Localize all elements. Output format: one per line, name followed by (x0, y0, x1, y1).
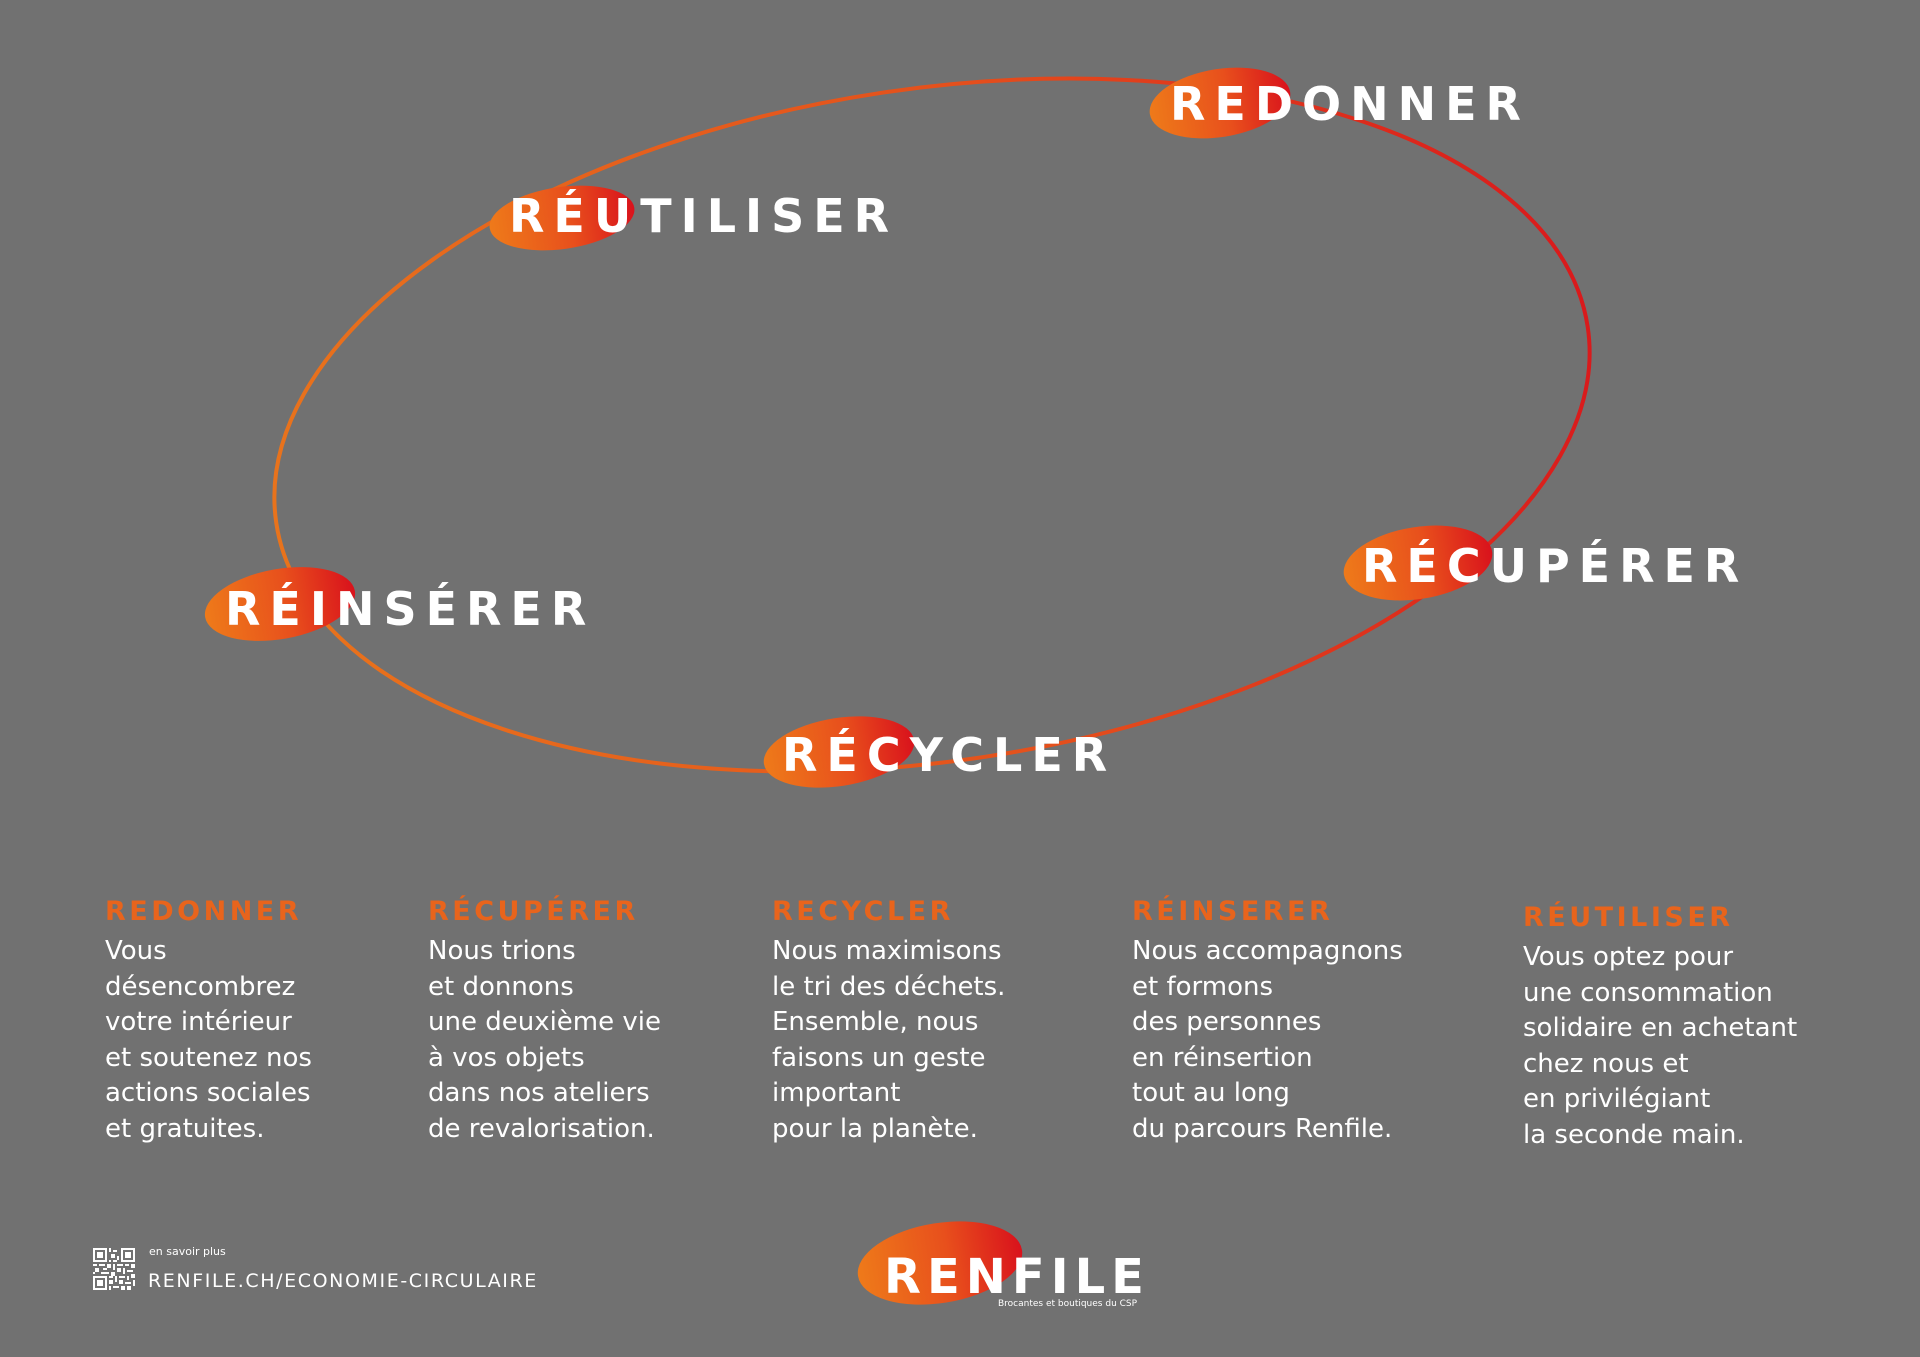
info-body-recycler: Nous maximisons le tri des déchets. Ense… (772, 936, 1006, 1144)
info-body-recuperer: Nous trions et donnons une deuxième vie … (428, 936, 661, 1144)
node-blob-reutiliser (489, 185, 635, 251)
info-column-reutiliser: RÉUTILISER Vous optez pour une consommat… (1523, 902, 1823, 1153)
info-body-redonner: Vous désencombrez votre intérieur et sou… (105, 936, 312, 1144)
node-label-reutiliser: RÉUTILISER (509, 189, 898, 243)
info-column-recycler: RECYCLER Nous maximisons le tri des déch… (772, 896, 1072, 1147)
website-link[interactable]: RENFILE.CH/ECONOMIE-CIRCULAIRE (148, 1270, 538, 1292)
cycle-node-redonner: REDONNER (1149, 67, 1530, 139)
node-blob-reinserer (204, 567, 356, 641)
node-blob-recuperer (1343, 525, 1493, 601)
cycle-node-reinserer: RÉINSÉRER (204, 567, 595, 641)
node-label-recuperer: RÉCUPÉRER (1362, 539, 1748, 593)
info-title-recycler: RECYCLER (772, 896, 954, 927)
info-body-reutiliser: Vous optez pour une consommation solidai… (1523, 942, 1798, 1150)
info-column-redonner: REDONNER Vous désencombrez votre intérie… (105, 896, 405, 1147)
cycle-node-reutiliser: RÉUTILISER (489, 185, 898, 251)
renfile-logo: RENFILE Brocantes et boutiques du CSP (857, 1221, 1150, 1309)
info-column-reinserer: RÉINSERER Nous accompagnons et formons d… (1132, 896, 1432, 1147)
logo-blob (857, 1221, 1023, 1305)
info-title-redonner: REDONNER (105, 896, 303, 927)
logo-text: RENFILE (884, 1249, 1150, 1305)
cycle-ring (272, 76, 1592, 774)
cycle-node-recuperer: RÉCUPÉRER (1343, 525, 1748, 601)
node-blob-recycler (763, 716, 915, 788)
node-label-reinserer: RÉINSÉRER (225, 582, 595, 636)
logo-tagline: Brocantes et boutiques du CSP (998, 1299, 1138, 1309)
info-title-reutiliser: RÉUTILISER (1523, 902, 1734, 933)
info-title-reinserer: RÉINSERER (1132, 896, 1334, 927)
node-label-redonner: REDONNER (1170, 77, 1530, 131)
cycle-node-recycler: RÉCYCLER (763, 716, 1116, 788)
learn-more-label: en savoir plus (149, 1245, 226, 1258)
node-blob-redonner (1149, 67, 1291, 139)
info-body-reinserer: Nous accompagnons et formons des personn… (1132, 936, 1403, 1144)
info-title-recuperer: RÉCUPÉRER (428, 896, 639, 927)
node-label-recycler: RÉCYCLER (782, 728, 1116, 782)
qr-code-icon[interactable] (93, 1248, 135, 1290)
info-column-recuperer: RÉCUPÉRER Nous trions et donnons une deu… (428, 896, 728, 1147)
